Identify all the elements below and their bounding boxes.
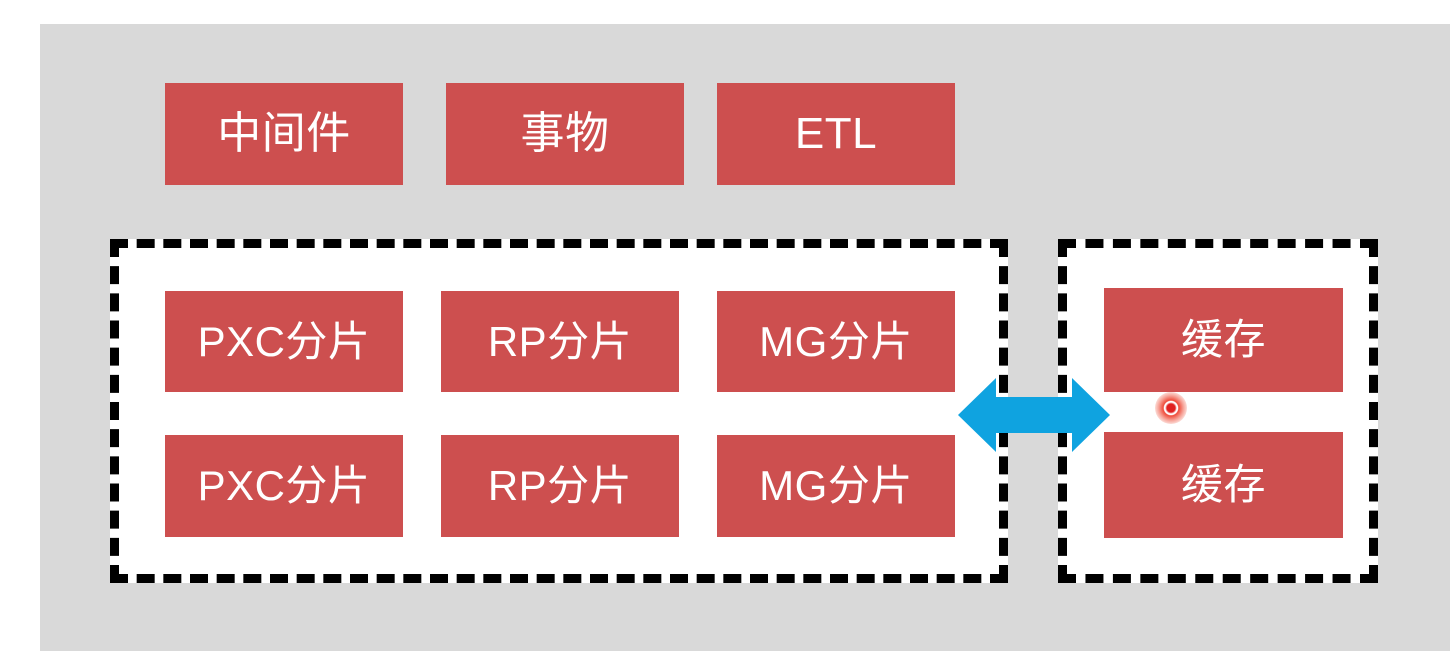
node-rp-shard-2[interactable]: RP分片 <box>441 435 679 537</box>
node-mg-shard-2[interactable]: MG分片 <box>717 435 955 537</box>
node-cache-1[interactable]: 缓存 <box>1104 288 1343 392</box>
node-pxc-shard-2[interactable]: PXC分片 <box>165 435 403 537</box>
double-headed-arrow-icon <box>958 378 1110 452</box>
node-mg-shard-1[interactable]: MG分片 <box>717 291 955 392</box>
node-cache-2[interactable]: 缓存 <box>1104 432 1343 538</box>
node-pxc-shard-1[interactable]: PXC分片 <box>165 291 403 392</box>
node-middleware[interactable]: 中间件 <box>165 83 403 185</box>
node-rp-shard-1[interactable]: RP分片 <box>441 291 679 392</box>
node-etl[interactable]: ETL <box>717 83 955 185</box>
node-transaction[interactable]: 事物 <box>446 83 684 185</box>
